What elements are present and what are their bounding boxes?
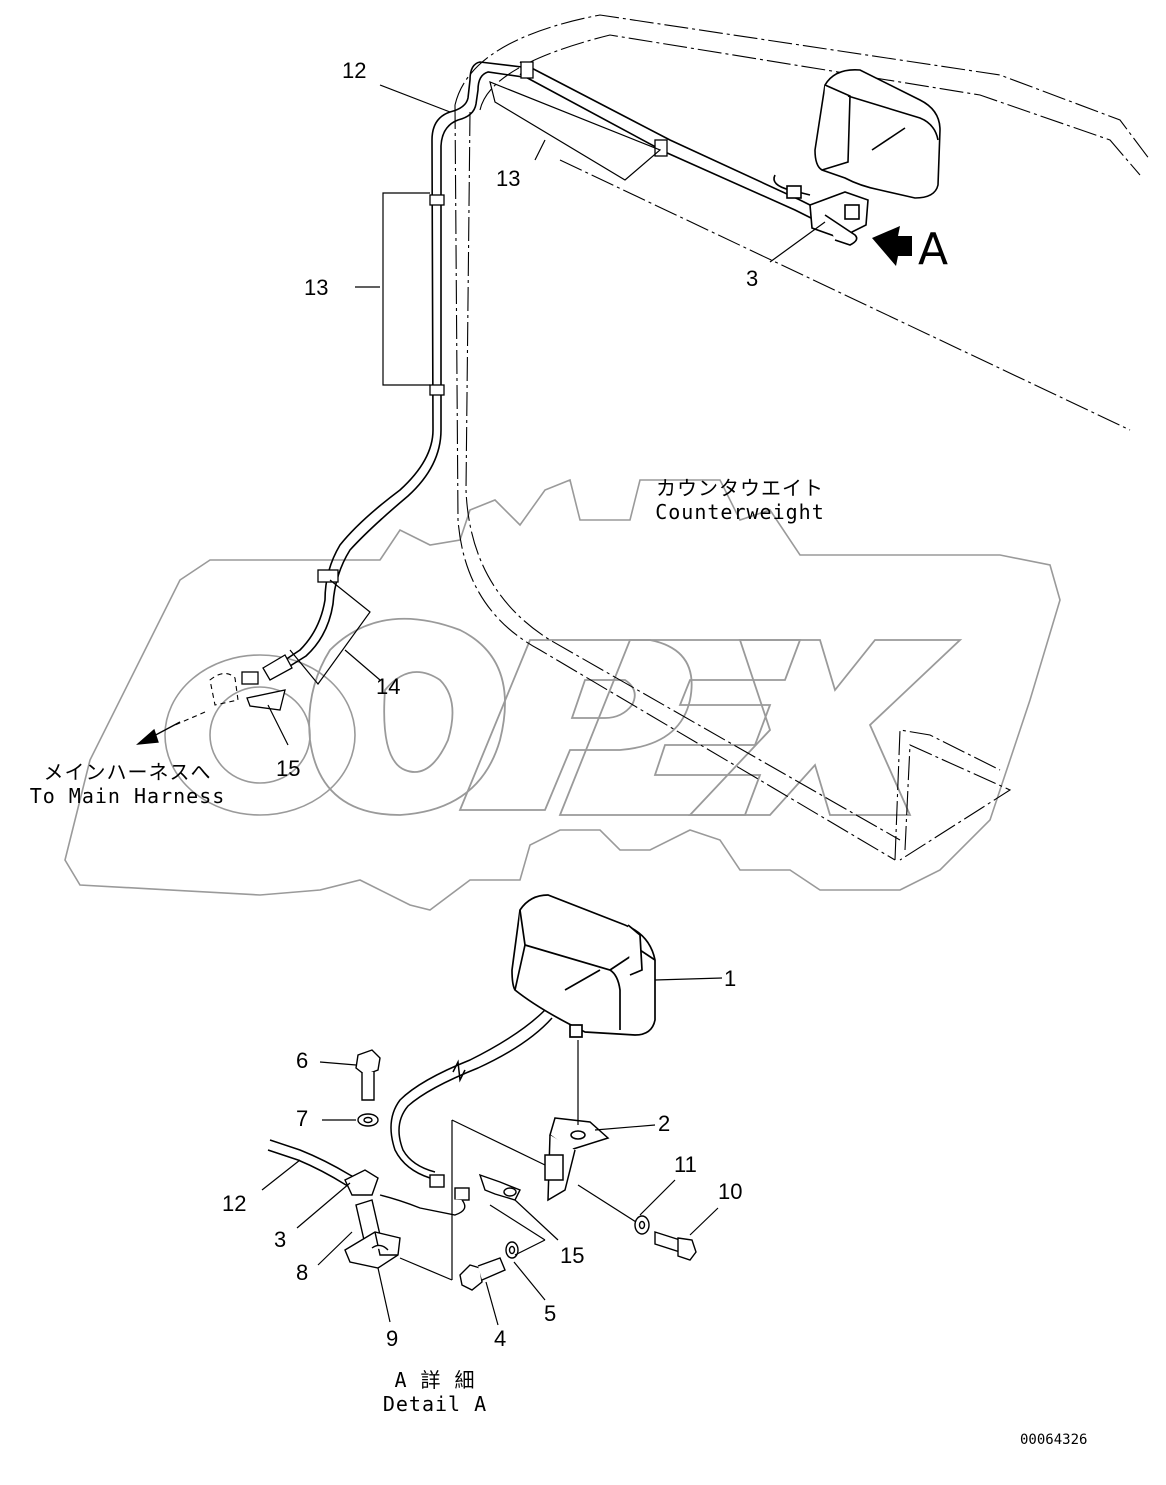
bolt-4-washer-5-detail bbox=[459, 1241, 519, 1291]
lamp-cable-detail bbox=[390, 1009, 553, 1179]
cable-clamps-top bbox=[317, 61, 668, 583]
main-harness-caption: メインハーネスへ To Main Harness bbox=[20, 760, 235, 808]
watermark-letters bbox=[308, 617, 963, 816]
harness-12-top bbox=[284, 61, 841, 667]
callout-15-detail: 15 bbox=[560, 1243, 585, 1268]
callout-15-top: 15 bbox=[276, 756, 301, 781]
detail-a-caption: A 詳 細 Detail A bbox=[365, 1368, 505, 1416]
leader-lines-top bbox=[267, 81, 826, 746]
bolt-10-washer-11-detail bbox=[634, 1215, 697, 1261]
counterweight-caption: カウンタウエイト Counterweight bbox=[640, 476, 840, 524]
main-harness-caption-jp: メインハーネスへ bbox=[43, 760, 212, 784]
callout-12-detail: 12 bbox=[222, 1191, 247, 1216]
callout-14: 14 bbox=[376, 674, 401, 699]
callout-6: 6 bbox=[296, 1048, 309, 1073]
harness-dashed-end bbox=[174, 672, 239, 726]
detail-a-caption-en: Detail A bbox=[382, 1392, 488, 1416]
counterweight-caption-en: Counterweight bbox=[655, 500, 825, 524]
work-lamp-top bbox=[773, 68, 941, 246]
bracket-2-detail bbox=[544, 1117, 610, 1202]
callout-2: 2 bbox=[658, 1111, 671, 1136]
document-id: 00064326 bbox=[1020, 1432, 1088, 1448]
callout-13-left: 13 bbox=[304, 275, 329, 300]
counterweight-caption-jp: カウンタウエイト bbox=[656, 476, 824, 500]
callout-13-top: 13 bbox=[496, 166, 521, 191]
main-harness-caption-en: To Main Harness bbox=[29, 784, 226, 808]
callout-4: 4 bbox=[494, 1326, 507, 1351]
callout-9: 9 bbox=[386, 1326, 399, 1351]
callout-12-top: 12 bbox=[342, 58, 367, 83]
to-main-harness-arrow bbox=[136, 721, 181, 745]
callout-7: 7 bbox=[296, 1106, 309, 1131]
harness-12-detail bbox=[267, 1139, 371, 1196]
work-lamp-detail bbox=[511, 894, 656, 1038]
clip-15-detail bbox=[478, 1173, 521, 1201]
parts-stack-detail bbox=[344, 1049, 401, 1269]
callout-10: 10 bbox=[718, 1179, 743, 1204]
callout-5: 5 bbox=[544, 1301, 557, 1326]
callout-8: 8 bbox=[296, 1260, 309, 1285]
callout-3-detail: 3 bbox=[274, 1227, 287, 1252]
counterweight-outline bbox=[454, 14, 1151, 861]
leader-lines-detail bbox=[261, 977, 723, 1326]
callout-1: 1 bbox=[724, 966, 737, 991]
watermark-logo bbox=[64, 478, 1061, 911]
view-marker-a: A bbox=[918, 224, 949, 275]
detail-a-caption-jp: A 詳 細 bbox=[394, 1368, 476, 1392]
harness-connector-top bbox=[241, 654, 293, 711]
connector-detail bbox=[379, 1174, 470, 1216]
callout-3-top: 3 bbox=[746, 266, 759, 291]
callout-11: 11 bbox=[674, 1152, 697, 1177]
view-arrow-a bbox=[872, 226, 912, 266]
